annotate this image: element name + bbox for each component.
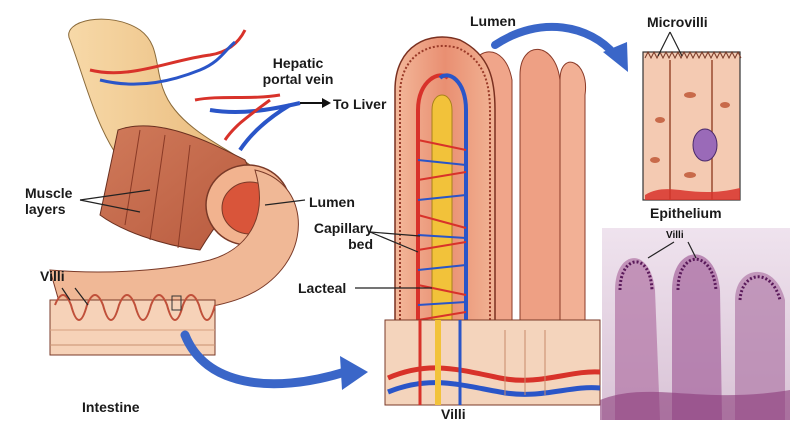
label-capillary-line1: Capillary bbox=[313, 220, 373, 236]
label-muscle-line1: Muscle bbox=[25, 185, 73, 201]
label-muscle-line2: layers bbox=[25, 201, 66, 217]
label-lacteal: Lacteal bbox=[298, 280, 347, 296]
label-villi-left: Villi bbox=[40, 268, 65, 284]
leader-lines bbox=[61, 31, 697, 306]
label-to-liver: To Liver bbox=[333, 96, 387, 112]
micrograph-image bbox=[600, 228, 790, 420]
arrow-lumen-to-microvilli bbox=[491, 22, 619, 59]
label-lumen-top: Lumen bbox=[470, 13, 516, 29]
villus-illustration bbox=[384, 36, 601, 406]
label-intestine: Intestine bbox=[82, 399, 140, 415]
label-villi-micrograph: Villi bbox=[666, 230, 684, 241]
label-lumen-left: Lumen bbox=[309, 194, 355, 210]
label-hepatic-portal-vein: Hepatic portal vein bbox=[252, 55, 344, 87]
label-microvilli: Microvilli bbox=[647, 14, 708, 30]
label-hepatic-line2: portal vein bbox=[262, 71, 334, 87]
label-epithelium: Epithelium bbox=[650, 205, 722, 221]
label-villi-bottom: Villi bbox=[441, 406, 466, 422]
intestine-illustration bbox=[49, 18, 331, 356]
label-muscle-layers: Muscle layers bbox=[25, 185, 72, 217]
label-capillary-line2: bed bbox=[348, 236, 373, 252]
epithelium-illustration bbox=[642, 50, 742, 201]
arrow-left-to-villi bbox=[180, 330, 350, 389]
label-hepatic-line1: Hepatic bbox=[272, 55, 324, 71]
label-capillary-bed: Capillary bed bbox=[303, 220, 373, 252]
